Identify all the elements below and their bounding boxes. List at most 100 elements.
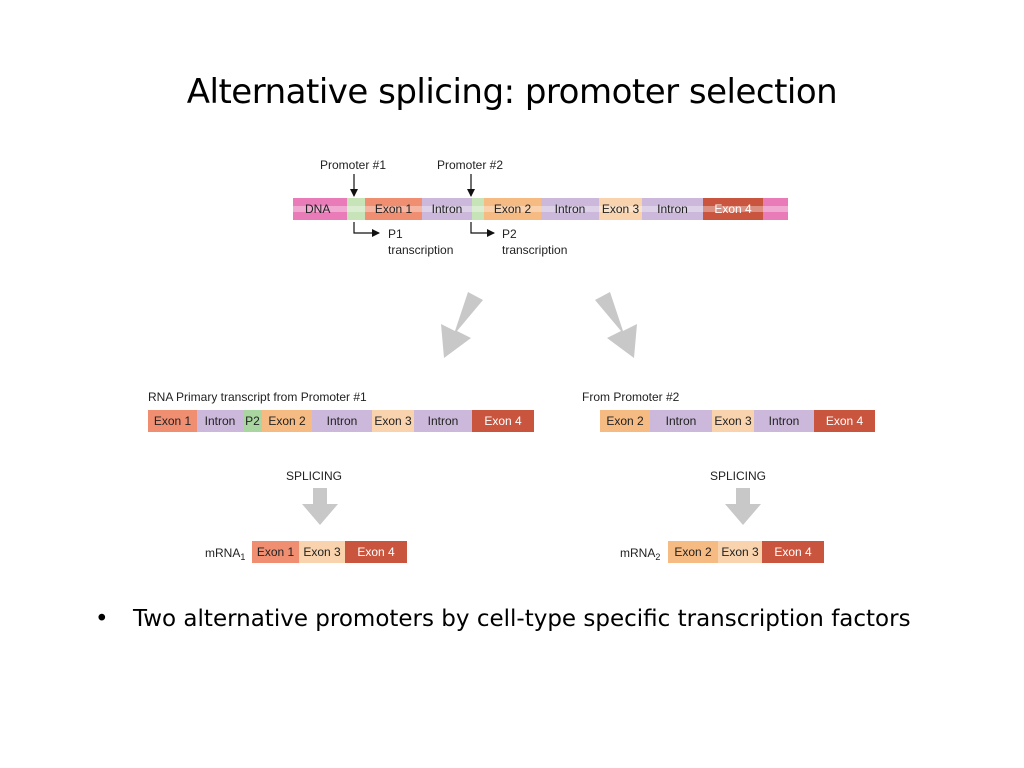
p2-transcription-arrow — [470, 222, 495, 237]
right-transcript-segment-label-3: Intron — [769, 414, 800, 428]
dna-bar-segment-stripe-8 — [642, 206, 703, 212]
right-transcript-segment-label-2: Exon 3 — [714, 414, 752, 428]
left-mrna-segment-label-1: Exon 3 — [303, 545, 341, 559]
left-transcript-segment-6 — [414, 410, 472, 432]
bullet-dot-icon: • — [95, 606, 109, 632]
dna-bar-segment-5 — [484, 198, 541, 220]
left-splicing-label: SPLICING — [286, 469, 342, 483]
left-transcript-segment-label-7: Exon 4 — [484, 414, 522, 428]
dna-bar-segment-label-8: Intron — [657, 202, 688, 216]
right-mrna-bar: Exon 2 Exon 3 Exon 4 — [668, 541, 824, 563]
dna-bar-segment-label-7: Exon 3 — [602, 202, 640, 216]
left-mrna-label: mRNA1 — [205, 546, 245, 562]
p1-transcription-arrow — [353, 222, 380, 237]
p2-sub-label: transcription — [502, 243, 567, 257]
p1-label: P1 — [388, 227, 403, 241]
right-transcript-segment-0 — [600, 410, 650, 432]
dna-bar-segment-label-9: Exon 4 — [714, 202, 752, 216]
right-transcript-segment-1 — [650, 410, 712, 432]
right-mrna-segment-1 — [718, 541, 762, 563]
bullet-text: Two alternative promoters by cell-type s… — [133, 606, 911, 632]
dna-bar-segment-stripe-6 — [541, 206, 599, 212]
dna-bar-segment-stripe-9 — [703, 206, 763, 212]
right-mrna-segment-label-2: Exon 4 — [774, 545, 812, 559]
right-transcript-segment-label-0: Exon 2 — [606, 414, 644, 428]
left-transcript-segment-3 — [262, 410, 312, 432]
right-mrna-label-text: mRNA — [620, 546, 655, 560]
left-transcript-segment-1 — [197, 410, 243, 432]
p1-sub-label: transcription — [388, 243, 453, 257]
right-splicing-label: SPLICING — [710, 469, 766, 483]
left-splicing-arrow — [302, 488, 338, 525]
right-mrna-label: mRNA2 — [620, 546, 660, 562]
left-transcript-segment-4 — [312, 410, 372, 432]
left-transcript-segment-label-1: Intron — [205, 414, 236, 428]
left-transcript-segment-2 — [243, 410, 262, 432]
dna-bar-segment-8 — [642, 198, 703, 220]
left-transcript-segment-label-3: Exon 2 — [268, 414, 306, 428]
promoter2-label: Promoter #2 — [437, 158, 503, 172]
right-splicing-arrow — [725, 488, 761, 525]
right-mrna-segment-label-1: Exon 3 — [721, 545, 759, 559]
dna-bar-segment-7 — [599, 198, 642, 220]
left-transcript-bar: Exon 1 Intron P2 Exon 2 Intron Exon 3 Intron Ex… — [148, 410, 534, 432]
dna-bar-segment-stripe-4 — [472, 206, 484, 212]
right-transcript-segment-label-1: Intron — [666, 414, 697, 428]
left-transcript-segment-label-2: P2 — [245, 414, 260, 428]
dna-bar-segment-stripe-0 — [293, 206, 347, 212]
left-transcript-segment-0 — [148, 410, 197, 432]
left-mrna-segment-1 — [299, 541, 345, 563]
gray-arrow-left — [441, 292, 483, 358]
left-transcript-segment-5 — [372, 410, 414, 432]
left-mrna-label-text: mRNA — [205, 546, 240, 560]
left-mrna-segment-0 — [252, 541, 299, 563]
left-mrna-segment-label-2: Exon 4 — [357, 545, 395, 559]
dna-bar-segment-label-5: Exon 2 — [494, 202, 532, 216]
dna-bar-segment-label-6: Intron — [555, 202, 586, 216]
promoter1-label: Promoter #1 — [320, 158, 386, 172]
dna-bar-segment-stripe-3 — [422, 206, 472, 212]
dna-bar-segment-stripe-1 — [347, 206, 365, 212]
dna-bar: DNA Exon 1 Intron Exon 2 Intron Exon 3 Intron E… — [293, 198, 788, 220]
left-transcript-segment-label-5: Exon 3 — [374, 414, 412, 428]
left-mrna-segment-2 — [345, 541, 407, 563]
right-mrna-segment-label-0: Exon 2 — [674, 545, 712, 559]
dna-bar-segment-label-0: DNA — [305, 202, 330, 216]
dna-bar-segment-stripe-2 — [365, 206, 422, 212]
dna-bar-segment-stripe-10 — [763, 206, 788, 212]
right-transcript-segment-3 — [754, 410, 814, 432]
left-transcript-segment-7 — [472, 410, 534, 432]
left-mrna-subscript: 1 — [240, 552, 245, 562]
right-transcript-segment-label-4: Exon 4 — [826, 414, 864, 428]
right-transcript-bar: Exon 2 Intron Exon 3 Intron Exon 4 — [600, 410, 875, 432]
dna-bar-segment-1 — [347, 198, 365, 220]
dna-bar-segment-label-2: Exon 1 — [375, 202, 413, 216]
left-mrna-segment-label-0: Exon 1 — [257, 545, 295, 559]
dna-bar-segment-stripe-5 — [484, 206, 541, 212]
left-transcript-segment-label-0: Exon 1 — [154, 414, 192, 428]
right-mrna-subscript: 2 — [655, 552, 660, 562]
dna-bar-segment-9 — [703, 198, 763, 220]
right-mrna-segment-0 — [668, 541, 718, 563]
dna-bar-segment-0 — [293, 198, 347, 220]
dna-bar-segment-6 — [541, 198, 599, 220]
left-transcript-heading: RNA Primary transcript from Promoter #1 — [148, 390, 367, 404]
p2-label: P2 — [502, 227, 517, 241]
dna-bar-segment-10 — [763, 198, 788, 220]
dna-bar-segment-label-3: Intron — [432, 202, 463, 216]
dna-bar-segment-4 — [472, 198, 484, 220]
right-mrna-segment-2 — [762, 541, 824, 563]
left-transcript-segment-label-6: Intron — [428, 414, 459, 428]
right-transcript-segment-2 — [712, 410, 754, 432]
right-transcript-heading: From Promoter #2 — [582, 390, 680, 404]
right-transcript-segment-4 — [814, 410, 875, 432]
left-transcript-segment-label-4: Intron — [327, 414, 358, 428]
dna-bar-segment-2 — [365, 198, 422, 220]
left-mrna-bar: Exon 1 Exon 3 Exon 4 — [252, 541, 407, 563]
dna-bar-segment-stripe-7 — [599, 206, 642, 212]
bullet-item: • Two alternative promoters by cell-type … — [95, 606, 911, 632]
gray-arrow-right — [595, 292, 637, 358]
slide-title: Alternative splicing: promoter selection — [186, 72, 838, 112]
dna-bar-segment-3 — [422, 198, 472, 220]
